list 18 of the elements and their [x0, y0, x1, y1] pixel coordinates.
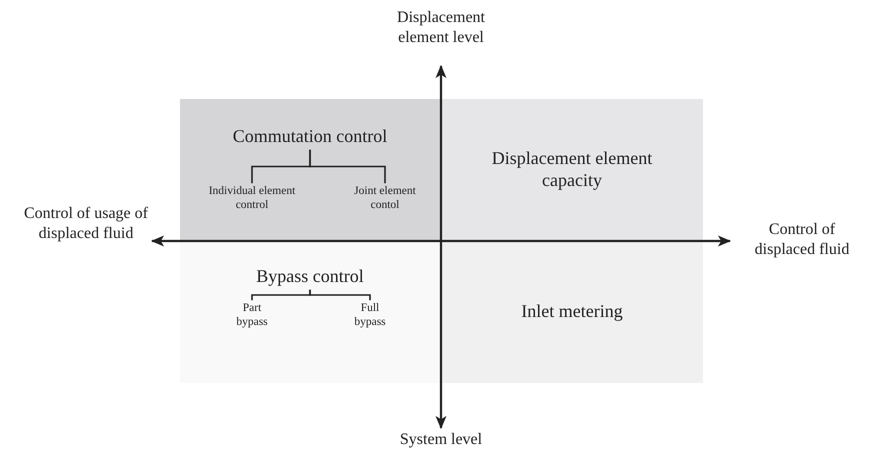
axis-label: Displacement element level: [396, 8, 486, 48]
axis-label: System level: [398, 430, 484, 450]
quadrant-label: Displacement element capacity: [490, 148, 654, 192]
tree-connector: [309, 150, 386, 184]
tree-connector: [309, 290, 371, 300]
subcategory-label: Full bypass: [353, 302, 387, 330]
subcategory-label: Individual element control: [208, 185, 296, 213]
subcategory-label: Joint element contol: [353, 185, 417, 213]
subcategory-label: Part bypass: [235, 302, 269, 330]
quadrant-panel: [441, 99, 703, 241]
quadrant-panel: [180, 99, 441, 241]
quadrant-panel: [441, 241, 703, 383]
quadrant-label: Inlet metering: [521, 301, 623, 323]
category-heading: Commutation control: [232, 126, 388, 148]
category-heading: Bypass control: [256, 266, 364, 288]
quadrant-panel: [180, 241, 441, 383]
axis-label: Control of displaced fluid: [754, 220, 850, 260]
axis-label: Control of usage of displaced fluid: [24, 204, 148, 244]
